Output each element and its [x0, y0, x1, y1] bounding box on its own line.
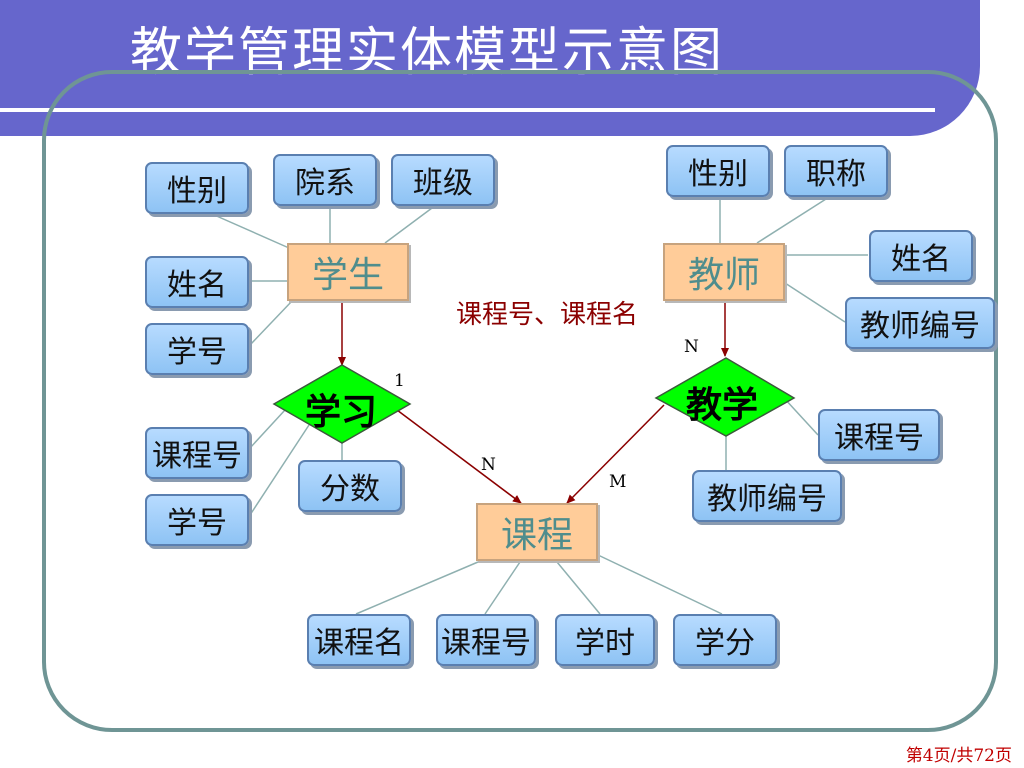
entity-course: 课程 — [476, 503, 598, 561]
cardinality-study-student: 1 — [394, 371, 405, 391]
annotation-course-fields: 课程号、课程名 — [456, 300, 639, 330]
cardinality-teach-teacher: N — [684, 337, 699, 357]
relationship-study-label: 学习 — [305, 392, 378, 433]
teacher-attr-id: 教师编号 — [845, 297, 995, 349]
study-attr-course-id: 课程号 — [145, 427, 249, 479]
teacher-attr-gender: 性别 — [666, 145, 770, 197]
teacher-attr-name: 姓名 — [869, 230, 973, 282]
study-attr-student-id: 学号 — [145, 494, 249, 546]
content-frame — [42, 70, 998, 732]
arrow-study-course — [396, 409, 522, 504]
title-banner — [0, 0, 980, 136]
student-attr-gender: 性别 — [145, 162, 249, 214]
course-attr-hours: 学时 — [555, 614, 655, 666]
course-attr-id: 课程号 — [436, 614, 536, 666]
arrow-teach-course — [566, 404, 665, 504]
relationship-teach-label: 教学 — [686, 385, 759, 426]
student-attr-name: 姓名 — [145, 256, 249, 308]
entity-teacher: 教师 — [663, 243, 785, 301]
banner-divider — [0, 108, 935, 112]
course-attr-credits: 学分 — [673, 614, 777, 666]
student-attr-class: 班级 — [391, 154, 495, 206]
teach-attr-course-id: 课程号 — [818, 409, 940, 461]
teach-attr-teacher-id: 教师编号 — [692, 470, 842, 522]
student-attr-id: 学号 — [145, 323, 249, 375]
teacher-attr-title: 职称 — [784, 145, 888, 197]
cardinality-study-course: N — [481, 455, 496, 475]
page-number: 第4页/共72页 — [905, 746, 1012, 766]
teach-relationship-diamond — [654, 357, 796, 437]
student-attr-department: 院系 — [273, 154, 377, 206]
entity-student: 学生 — [287, 243, 409, 301]
cardinality-teach-course: M — [609, 472, 627, 492]
course-attr-name: 课程名 — [307, 614, 411, 666]
study-attr-score: 分数 — [298, 460, 402, 512]
study-relationship-diamond — [272, 364, 412, 444]
